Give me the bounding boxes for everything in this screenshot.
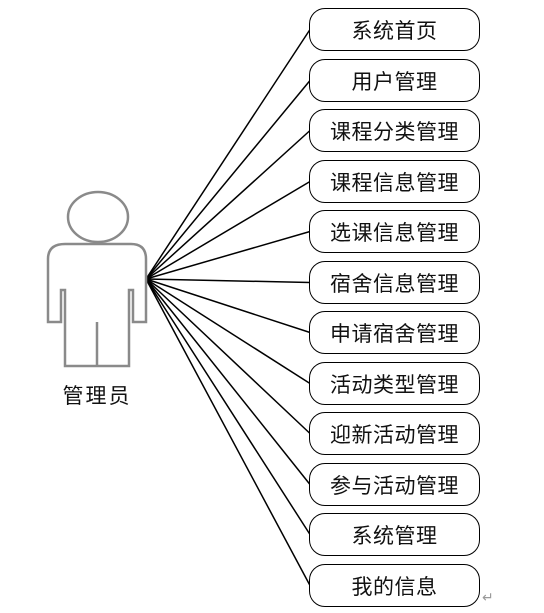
- use-case-box: 活动类型管理: [309, 362, 480, 405]
- actor-label: 管理员: [62, 384, 132, 408]
- association-line: [145, 80, 311, 280]
- association-line: [145, 129, 311, 280]
- paragraph-mark: ↵: [482, 590, 494, 606]
- use-case-box: 申请宿舍管理: [309, 311, 480, 354]
- use-case-box: 系统首页: [309, 8, 480, 51]
- use-case-box: 我的信息: [309, 564, 480, 607]
- use-case-box: 参与活动管理: [309, 463, 480, 506]
- use-case-box: 选课信息管理: [309, 210, 480, 253]
- use-case-box: 课程信息管理: [309, 160, 480, 203]
- association-line: [145, 29, 311, 280]
- use-case-box: 系统管理: [309, 513, 480, 556]
- use-case-box: 用户管理: [309, 59, 480, 102]
- association-line: [145, 230, 311, 280]
- association-line: [145, 278, 311, 485]
- actor-figure: [46, 190, 148, 368]
- use-case-box: 宿舍信息管理: [309, 261, 480, 304]
- association-line: [145, 278, 311, 435]
- association-line: [145, 278, 311, 284]
- association-lines: [145, 29, 311, 586]
- use-case-box: 课程分类管理: [309, 109, 480, 152]
- association-line: [145, 278, 311, 535]
- association-line: [145, 278, 311, 334]
- association-line: [145, 278, 311, 586]
- association-line: [145, 180, 311, 280]
- actor-body: [46, 242, 148, 368]
- association-line: [145, 278, 311, 385]
- actor-head: [66, 190, 130, 244]
- use-case-box: 迎新活动管理: [309, 412, 480, 455]
